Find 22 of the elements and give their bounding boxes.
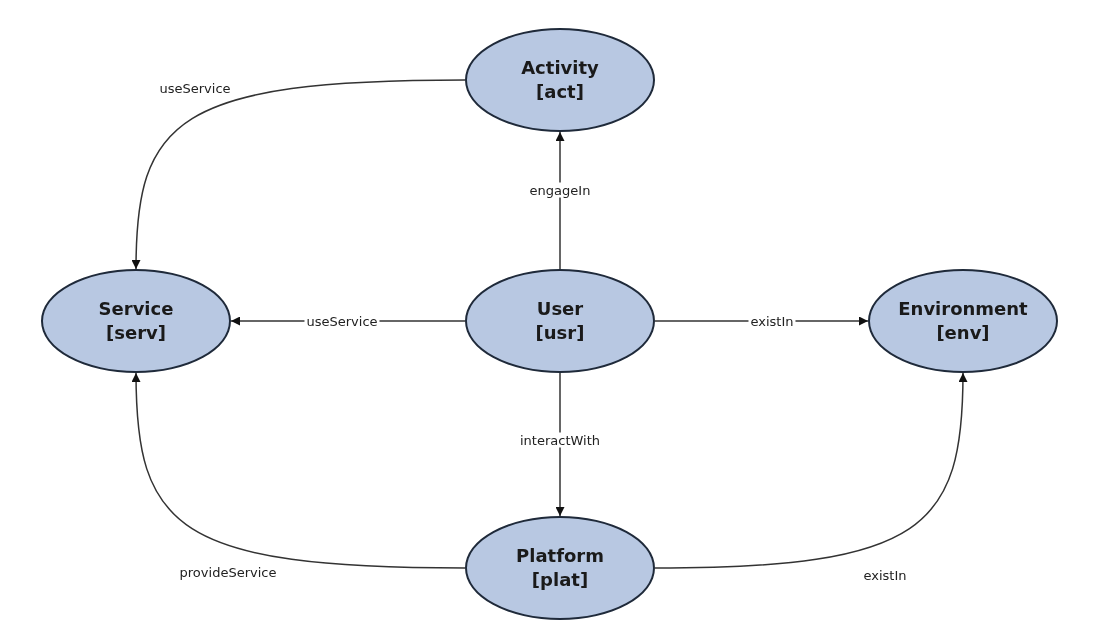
edge-label: existIn [748,313,796,329]
edge-label: useService [304,313,380,329]
entity-name: Service [98,296,174,321]
edge-label: useService [157,80,233,96]
entity-abbreviation: [act] [536,80,584,104]
arrow [555,372,565,517]
edge-label: interactWith [518,432,602,448]
arrow [555,131,565,270]
edge-label: existIn [861,567,909,583]
arrow [131,372,466,569]
edge-label: engageIn [527,182,593,198]
entity-abbreviation: [usr] [535,321,585,345]
entity-name: Environment [898,296,1028,321]
entity-name: Platform [516,543,604,568]
entity-abbreviation: [env] [936,321,990,345]
entity-name: Activity [521,55,599,80]
arrow [131,79,466,270]
entity-abbreviation: [plat] [531,568,589,592]
edge-label: provideService [177,564,279,580]
entity-name: User [536,296,584,321]
arrow [654,372,968,569]
entity-abbreviation: [serv] [106,321,166,345]
